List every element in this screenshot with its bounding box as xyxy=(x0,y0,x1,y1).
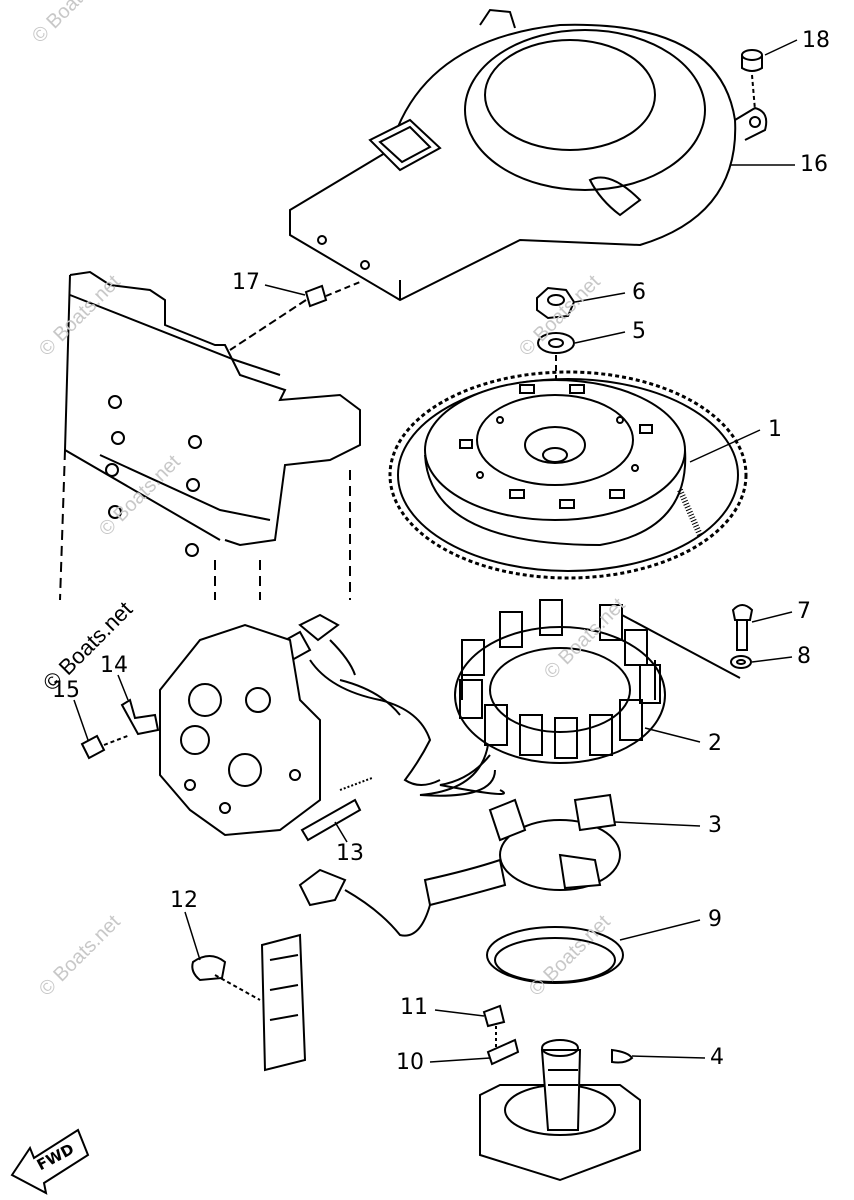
washer-part-8 xyxy=(730,655,752,669)
callout-8: 8 xyxy=(797,644,811,669)
grommet-part-18 xyxy=(741,49,763,111)
leader-bolt xyxy=(621,614,741,679)
key-part-4 xyxy=(611,1048,634,1064)
cable-tie-part-13 xyxy=(300,777,373,842)
forward-direction-arrow xyxy=(10,1128,90,1195)
callout-3: 3 xyxy=(708,813,722,838)
callout-4: 4 xyxy=(710,1045,724,1070)
bolt-part-7 xyxy=(731,604,754,651)
flywheel-cover-part-16 xyxy=(289,8,768,302)
base-housing-outline xyxy=(479,1039,641,1182)
lower-bracket-outline xyxy=(260,933,307,1072)
callout-1: 1 xyxy=(768,417,782,442)
pulser-coil-part-3 xyxy=(298,793,621,937)
mount-plate-outline xyxy=(159,623,321,837)
nut-part-6 xyxy=(536,286,576,320)
callout-16: 16 xyxy=(800,152,828,177)
callout-7: 7 xyxy=(797,599,811,624)
wire-harness xyxy=(280,613,441,786)
stator-coil-part-2 xyxy=(419,599,666,797)
callout-12: 12 xyxy=(170,888,198,913)
plate-part-10 xyxy=(486,1038,520,1066)
leader-lines xyxy=(73,39,798,1063)
callout-15: 15 xyxy=(52,678,80,703)
callout-9: 9 xyxy=(708,907,722,932)
callout-18: 18 xyxy=(802,28,830,53)
clamp-part-12 xyxy=(191,955,261,1001)
ring-part-9 xyxy=(486,926,624,984)
callout-10: 10 xyxy=(396,1050,424,1075)
callout-13: 13 xyxy=(336,841,364,866)
washer-part-5 xyxy=(537,332,575,354)
callout-14: 14 xyxy=(100,653,128,678)
bracket-part-14 xyxy=(120,698,160,736)
screw-part-17 xyxy=(229,281,361,351)
bolt-part-15 xyxy=(80,734,131,760)
callout-2: 2 xyxy=(708,731,722,756)
callout-17: 17 xyxy=(232,270,260,295)
callout-6: 6 xyxy=(632,280,646,305)
callout-11: 11 xyxy=(400,995,428,1020)
flywheel-part-1 xyxy=(388,370,748,580)
callout-5: 5 xyxy=(632,319,646,344)
screw-part-11 xyxy=(482,1004,506,1048)
engine-block-outline xyxy=(59,270,361,601)
